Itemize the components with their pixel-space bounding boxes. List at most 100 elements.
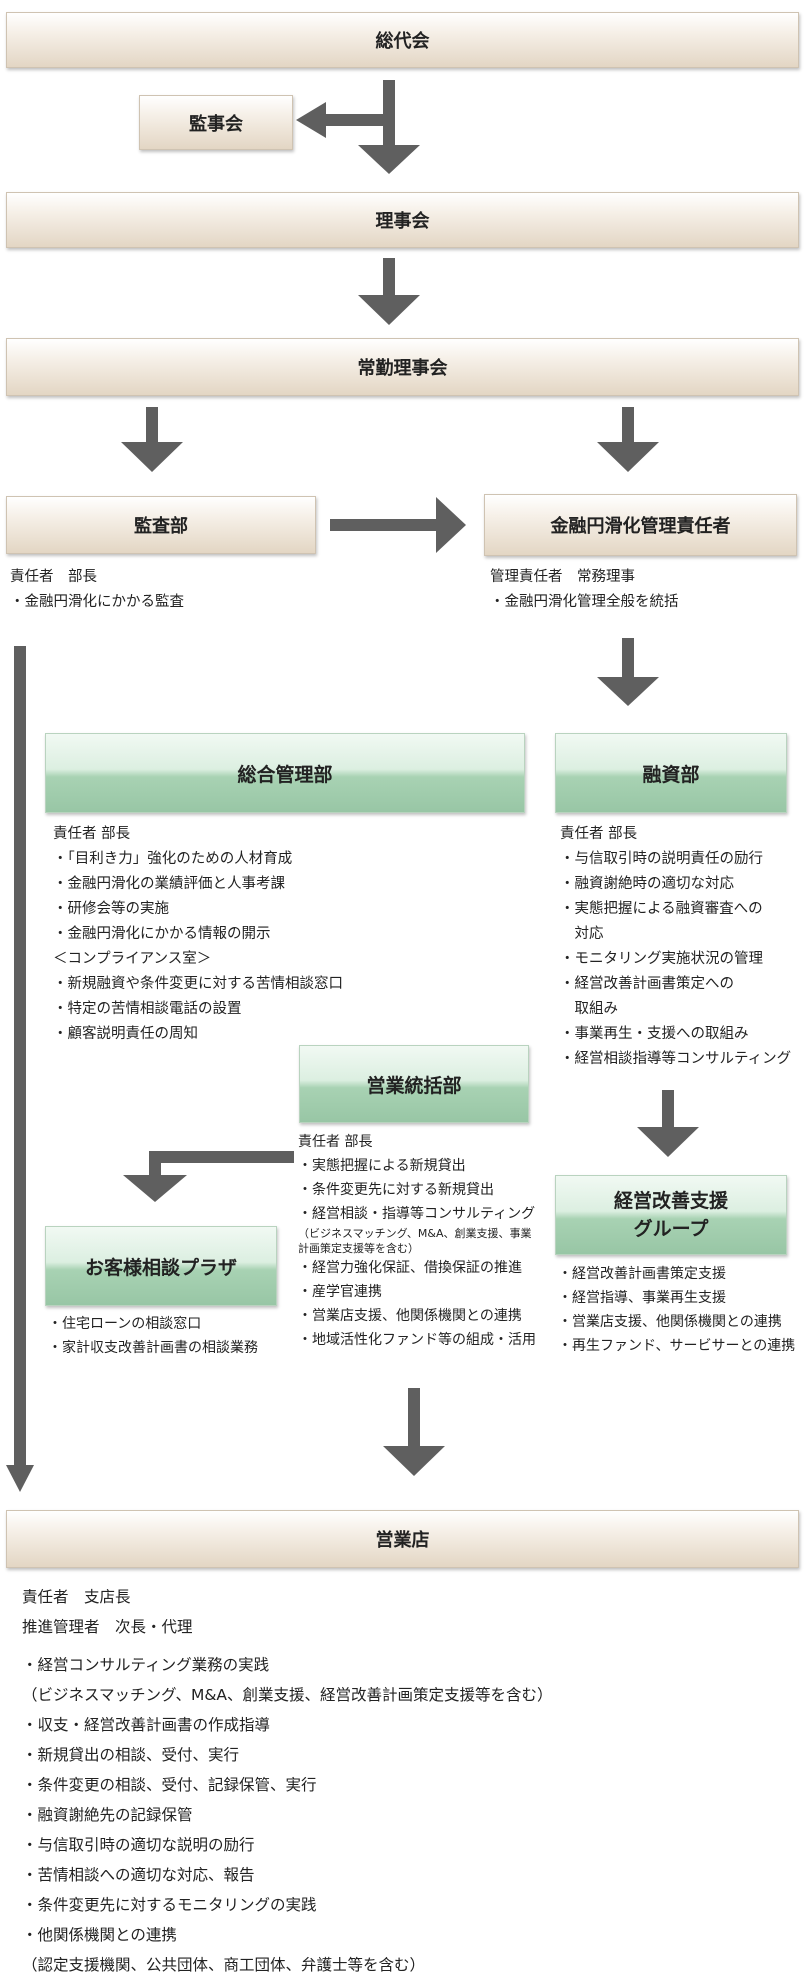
sougou-kanribu-description: 責任者 部長 ・「目利き力」強化のための人材育成 ・金融円滑化の業績評価と人事考… bbox=[53, 822, 343, 1047]
kansabu-line: ・金融円滑化にかかる監査 bbox=[10, 594, 184, 610]
arrow-kansabu-to-eigyouten-head bbox=[6, 1465, 34, 1492]
sougou-line: ・特定の苦情相談電話の設置 bbox=[53, 1001, 242, 1017]
kanjikai-box: 監事会 bbox=[139, 95, 293, 150]
arrow-to-plaza-vertical bbox=[149, 1151, 161, 1177]
kinyu-kanri-sekininsha-box: 金融円滑化管理責任者 bbox=[484, 494, 797, 556]
sougou-line: ・「目利き力」強化のための人材育成 bbox=[53, 851, 293, 867]
eigyouten-line: ・経営コンサルティング業務の実践 bbox=[22, 1656, 270, 1674]
eigyouten-description: ・経営コンサルティング業務の実践 （ビジネスマッチング、M&A、創業支援、経営改… bbox=[22, 1650, 553, 1980]
yuushi-line: ・事業再生・支援への取組み bbox=[560, 1026, 749, 1042]
soudaikai-box: 総代会 bbox=[6, 12, 799, 68]
eigyouten-line: ・与信取引時の適切な説明の励行 bbox=[22, 1836, 255, 1854]
sekininsha-description: 管理責任者 常務理事 ・金融円滑化管理全般を統括 bbox=[490, 565, 679, 615]
eigyouten-line: ・新規貸出の相談、受付、実行 bbox=[22, 1746, 240, 1764]
yuushi-line: ・与信取引時の説明責任の励行 bbox=[560, 851, 763, 867]
kansabu-label: 監査部 bbox=[134, 516, 188, 537]
toukatsu-line: ・営業店支援、他関係機関との連携 bbox=[298, 1308, 522, 1324]
toukatsu-line: ・経営相談・指導等コンサルティング bbox=[298, 1206, 536, 1222]
keiei-kaizen-description: ・経営改善計画書策定支援 ・経営指導、事業再生支援 ・営業店支援、他関係機関との… bbox=[558, 1262, 795, 1358]
sekininsha-line: 管理責任者 常務理事 bbox=[490, 569, 635, 585]
sougou-line: ・新規融資や条件変更に対する苦情相談窓口 bbox=[53, 976, 343, 992]
arrow-to-sekininsha-shaft bbox=[622, 407, 634, 445]
kanjikai-label: 監事会 bbox=[189, 113, 243, 135]
sougou-kanribu-box: 総合管理部 bbox=[45, 733, 525, 813]
joukin-rijikai-box: 常勤理事会 bbox=[6, 338, 799, 396]
arrow-to-kanjikai-shaft bbox=[320, 114, 390, 126]
okyakusama-plaza-description: ・住宅ローンの相談窓口 ・家計収支改善計画書の相談業務 bbox=[48, 1312, 258, 1360]
arrow-to-kansabu-shaft bbox=[146, 407, 158, 445]
yuushibu-description: 責任者 部長 ・与信取引時の説明責任の励行 ・融資謝絶時の適切な対応 ・実態把握… bbox=[560, 822, 791, 1072]
toukatsu-line: ・実態把握による新規貸出 bbox=[298, 1158, 466, 1174]
eigyouten-line: ・収支・経営改善計画書の作成指導 bbox=[22, 1716, 271, 1734]
joukin-rijikai-label: 常勤理事会 bbox=[357, 358, 448, 379]
keiei-line: ・経営指導、事業再生支援 bbox=[558, 1290, 726, 1306]
arrow-to-yuushibu-shaft bbox=[622, 638, 634, 680]
eigyouten-line: ・他関係機関との連携 bbox=[22, 1926, 177, 1944]
toukatsu-line: ・条件変更先に対する新規貸出 bbox=[298, 1182, 494, 1198]
rijikai-box: 理事会 bbox=[6, 192, 799, 248]
yuushibu-label: 融資部 bbox=[642, 763, 700, 786]
arrow-kansabu-to-sekininsha-head bbox=[436, 497, 466, 553]
keiei-line: ・営業店支援、他関係機関との連携 bbox=[558, 1314, 782, 1330]
arrow-to-sekininsha-head bbox=[597, 442, 659, 472]
eigyouten-head-description: 責任者 支店長 推進管理者 次長・代理 bbox=[22, 1582, 193, 1642]
kansabu-description: 責任者 部長 ・金融円滑化にかかる監査 bbox=[10, 565, 184, 615]
toukatsu-note-line: （ビジネスマッチング、M&A、創業支援、事業 bbox=[298, 1227, 532, 1240]
sougou-line: ・研修会等の実施 bbox=[53, 901, 169, 917]
yuushi-line: ・実態把握による融資審査への bbox=[560, 901, 763, 917]
eigyou-toukatsubu-description: 責任者 部長 ・実態把握による新規貸出 ・条件変更先に対する新規貸出 ・経営相談… bbox=[298, 1130, 536, 1352]
okyakusama-plaza-box: お客様相談プラザ bbox=[45, 1226, 277, 1306]
yuushi-line: ・融資謝絶時の適切な対応 bbox=[560, 876, 734, 892]
yuushi-line: ・経営改善計画書策定への bbox=[560, 976, 734, 992]
arrow-kansabu-to-eigyouten-shaft bbox=[14, 646, 26, 1468]
okyakusama-plaza-label: お客様相談プラザ bbox=[84, 1256, 237, 1279]
eigyouten-line: ・条件変更の相談、受付、記録保管、実行 bbox=[22, 1776, 317, 1794]
sekininsha-line: ・金融円滑化管理全般を統括 bbox=[490, 594, 679, 610]
plaza-line: ・住宅ローンの相談窓口 bbox=[48, 1316, 202, 1332]
eigyouten-box: 営業店 bbox=[6, 1510, 799, 1568]
kinyu-kanri-sekininsha-label: 金融円滑化管理責任者 bbox=[550, 516, 731, 537]
eigyouten-line: ・苦情相談への適切な対応、報告 bbox=[22, 1866, 255, 1884]
keiei-kaizen-label-line2: グループ bbox=[633, 1218, 709, 1240]
eigyouten-line: （ビジネスマッチング、M&A、創業支援、経営改善計画策定支援等を含む） bbox=[22, 1686, 553, 1704]
yuushi-line: ・モニタリング実施状況の管理 bbox=[560, 951, 763, 967]
yuushibu-box: 融資部 bbox=[555, 733, 787, 813]
sougou-line: 責任者 部長 bbox=[53, 826, 131, 842]
keiei-kaizen-box: 経営改善支援 グループ bbox=[555, 1175, 787, 1255]
sougou-kanribu-label: 総合管理部 bbox=[237, 763, 333, 786]
kansabu-line: 責任者 部長 bbox=[10, 569, 97, 585]
toukatsu-line: ・産学官連携 bbox=[298, 1284, 382, 1300]
eigyouten-label: 営業店 bbox=[375, 1530, 430, 1551]
arrow-to-kansabu-head bbox=[121, 442, 183, 472]
sougou-line: ＜コンプライアンス室＞ bbox=[53, 951, 212, 967]
toukatsu-note-line: 計画策定支援等を含む） bbox=[298, 1242, 419, 1255]
eigyouten-head-line: 推進管理者 次長・代理 bbox=[22, 1618, 193, 1636]
plaza-line: ・家計収支改善計画書の相談業務 bbox=[48, 1340, 258, 1356]
arrow-to-kanjikai-head bbox=[296, 102, 326, 138]
sougou-line: ・金融円滑化にかかる情報の開示 bbox=[53, 926, 271, 942]
kansabu-box: 監査部 bbox=[6, 496, 316, 554]
yuushi-line: 責任者 部長 bbox=[560, 826, 638, 842]
eigyouten-line: ・融資謝絶先の記録保管 bbox=[22, 1806, 193, 1824]
yuushi-line: 対応 bbox=[560, 926, 604, 942]
arrow-to-keieikaizen-head bbox=[637, 1127, 699, 1157]
sougou-line: ・金融円滑化の業績評価と人事考課 bbox=[53, 876, 285, 892]
arrow-to-plaza-head bbox=[123, 1175, 187, 1202]
keiei-kaizen-label-line1: 経営改善支援 bbox=[613, 1190, 728, 1212]
toukatsu-line: ・地域活性化ファンド等の組成・活用 bbox=[298, 1332, 536, 1348]
arrow-soudaikai-to-rijikai-head bbox=[358, 145, 420, 174]
arrow-rijikai-head bbox=[358, 295, 420, 325]
arrow-to-eigyouten-head bbox=[383, 1446, 445, 1476]
arrow-rijikai-shaft bbox=[383, 258, 395, 298]
eigyouten-line: （認定支援機関、公共団体、商工団体、弁護士等を含む） bbox=[22, 1956, 426, 1974]
arrow-to-eigyouten-shaft bbox=[408, 1388, 420, 1448]
arrow-kansabu-to-sekininsha-shaft bbox=[330, 519, 438, 531]
rijikai-label: 理事会 bbox=[375, 211, 430, 232]
eigyouten-head-line: 責任者 支店長 bbox=[22, 1588, 131, 1606]
eigyou-toukatsubu-box: 営業統括部 bbox=[299, 1045, 529, 1123]
arrow-to-yuushibu-head bbox=[597, 677, 659, 706]
yuushi-line: ・経営相談指導等コンサルティング bbox=[560, 1051, 792, 1067]
sougou-line: ・顧客説明責任の周知 bbox=[53, 1026, 198, 1042]
toukatsu-line: ・経営力強化保証、借換保証の推進 bbox=[298, 1260, 522, 1276]
